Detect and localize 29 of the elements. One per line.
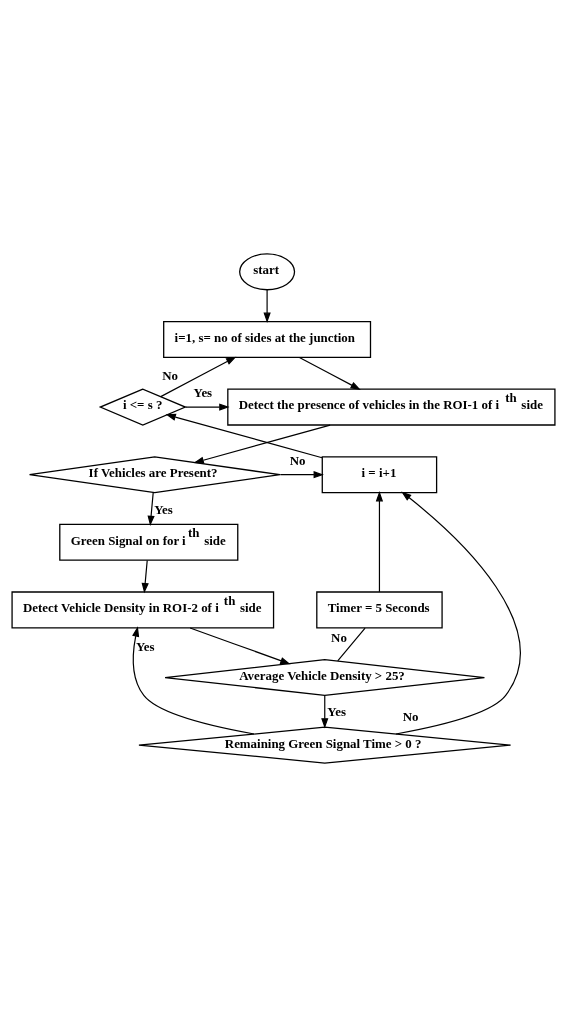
- arrow: [321, 695, 329, 729]
- connector: [337, 627, 366, 662]
- arrow: [395, 491, 521, 735]
- arrow: [160, 356, 237, 398]
- arrow: [165, 413, 323, 459]
- arrow: [375, 491, 384, 593]
- arrow: [279, 471, 324, 479]
- edge-label: No: [331, 629, 347, 645]
- node-box: i=1, s= no of sides at the junction: [163, 320, 372, 359]
- arrow: [132, 626, 255, 735]
- arrow: [298, 356, 361, 390]
- arrow: [263, 289, 271, 323]
- edge-label: No: [162, 367, 179, 383]
- node-box: Timer = 5 Seconds: [316, 591, 443, 629]
- edge-label: Yes: [135, 638, 155, 654]
- edge-label: No: [402, 708, 419, 724]
- arrow: [141, 559, 149, 594]
- node-diamond: Remaining Green Signal Time > 0 ?: [138, 726, 512, 764]
- arrow: [193, 424, 331, 464]
- node-ellipse: start: [239, 253, 296, 291]
- edge-label: Yes: [193, 384, 213, 400]
- node-box: i = i+1: [321, 456, 438, 494]
- node-diamond: i <= s ?: [98, 388, 187, 426]
- arrow: [184, 403, 230, 411]
- edge-label: Yes: [154, 501, 173, 517]
- edge-label: No: [289, 452, 306, 468]
- edge-label: Yes: [327, 704, 347, 720]
- arrow: [189, 627, 291, 665]
- arrow: [147, 492, 155, 527]
